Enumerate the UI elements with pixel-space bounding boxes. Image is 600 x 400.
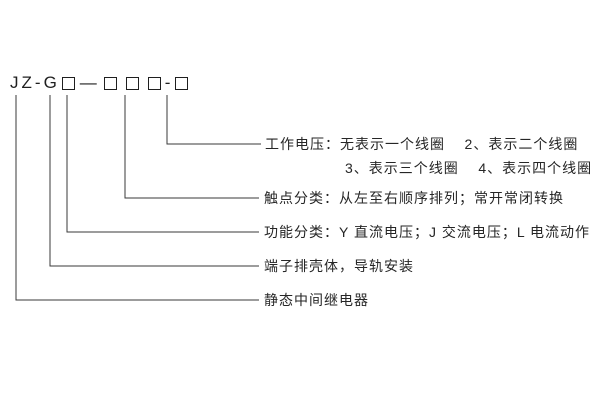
label-working-voltage-line2: 3、表示三个线圈 4、表示四个线圈 [345, 160, 593, 176]
label-working-voltage-line1: 工作电压：无表示一个线圈 2、表示二个线圈 [265, 136, 579, 152]
model-code-hyphen-2: - [164, 73, 174, 92]
label-housing: 端子排壳体，导轨安装 [264, 258, 414, 274]
contact-class-box-3 [147, 76, 161, 90]
contact-class-box-2 [125, 76, 139, 90]
connector-function-class [66, 95, 259, 233]
model-code-hyphen-1: - [34, 73, 44, 92]
connector-contact-class [124, 95, 259, 199]
model-code: JZ - G — - [10, 72, 190, 94]
model-code-long-dash: — [79, 73, 97, 92]
connector-relay-type [15, 95, 259, 301]
coil-count-box [175, 76, 189, 90]
label-contact-class: 触点分类：从左至右顺序排列；常开常闭转换 [264, 190, 564, 206]
connector-housing [49, 95, 259, 267]
contact-class-boxes [102, 76, 163, 90]
contact-class-box-1 [103, 76, 117, 90]
label-relay-type: 静态中间继电器 [264, 292, 369, 308]
model-code-letter-g: G [43, 73, 60, 92]
function-class-box [61, 76, 75, 90]
connector-working-voltage [166, 95, 261, 145]
model-code-prefix: JZ [10, 73, 35, 92]
label-function-class: 功能分类：Y 直流电压；J 交流电压；L 电流动作 [264, 224, 591, 240]
